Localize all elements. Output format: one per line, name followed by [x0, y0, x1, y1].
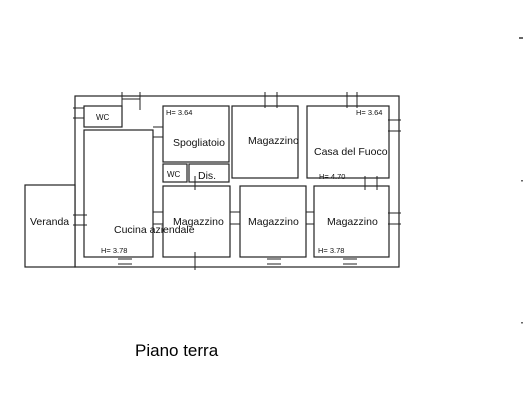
- room-label-wc-top: WC: [96, 113, 110, 122]
- height-label-casa-fuoco: H= 3.64: [356, 108, 382, 117]
- casa-fuoco-room: [306, 105, 390, 179]
- spogliatoio-room: [162, 105, 230, 163]
- wc-top-room: [83, 105, 123, 128]
- room-label-casa-fuoco: Casa del Fuoco: [314, 146, 388, 158]
- dis-room: [188, 163, 230, 183]
- veranda-wall: [24, 184, 76, 268]
- edge-mark-low: [521, 322, 523, 324]
- magazzino-top-room: [231, 105, 299, 179]
- height-label-magazzino-3: H= 3.78: [318, 246, 344, 255]
- height-label-cucina: H= 3.78: [101, 246, 127, 255]
- room-label-dis: Dis.: [198, 170, 216, 182]
- room-label-magazzino-2: Magazzino: [248, 216, 299, 228]
- room-label-magazzino-3: Magazzino: [327, 216, 378, 228]
- opening-marks: [73, 92, 401, 270]
- floor-caption: Piano terra: [135, 341, 219, 360]
- room-label-magazzino-1: Magazzino: [173, 216, 224, 228]
- height-label-casa-fuoco-low: H= 4.70: [319, 172, 345, 181]
- room-label-cucina: Cucina aziendale: [114, 224, 195, 236]
- edge-mark-mid: [521, 180, 523, 182]
- cucina-room: [83, 129, 154, 258]
- room-label-spogliatoio: Spogliatoio: [173, 137, 225, 149]
- magazzino-1-room: [162, 185, 231, 258]
- room-label-magazzino-top: Magazzino: [248, 135, 299, 147]
- room-label-veranda: Veranda: [30, 216, 69, 228]
- edge-mark-top: [519, 37, 523, 39]
- magazzino-3-room: [313, 185, 390, 258]
- magazzino-2-room: [239, 185, 307, 258]
- wc-mid-room: [162, 163, 188, 183]
- room-label-wc-mid: WC: [167, 170, 181, 179]
- height-label-spogliatoio: H= 3.64: [166, 108, 192, 117]
